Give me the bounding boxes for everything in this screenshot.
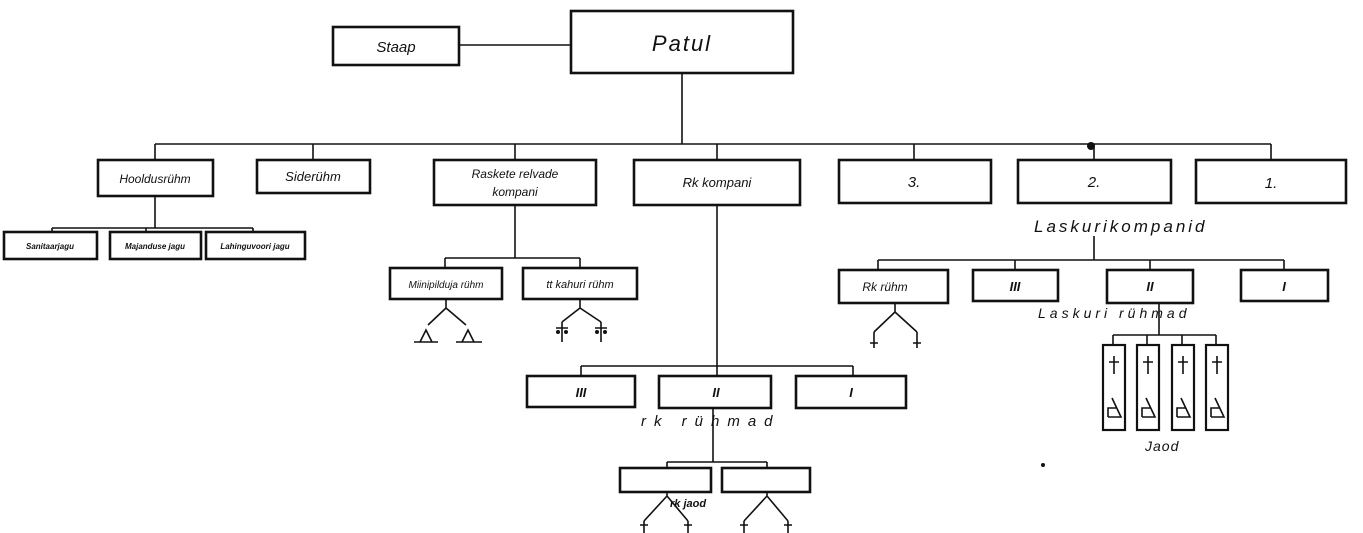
node-sideruhm: Siderühm [255,158,372,195]
node-lk-rk-ruhm: Rk rühm [837,268,950,305]
node-patul: Patul [569,9,795,75]
node-rk-ruhm-II: II [657,374,773,410]
node-laskuri-ruhm-I: I [1239,268,1330,303]
node-hooldusruhm-label: Hooldusrühm [119,172,190,186]
node-tt-kahuri-ruhm-label: tt kahuri rühm [546,279,613,291]
mortar-symbols [414,299,482,343]
node-laskurikompani-1-label: 1. [1265,175,1278,192]
node-raskete-relvade-kompani: Raskete relvade kompani [432,158,598,207]
node-laskurikompani-2: 2. [1016,158,1173,205]
node-rk-ruhm-III-label: III [576,385,587,400]
node-laskuri-ruhm-II-label: II [1146,279,1154,294]
jagu-box-4 [1204,343,1230,432]
label-jaod: Jaod [1144,438,1180,454]
node-patul-label: Patul [652,31,712,56]
node-laskuri-ruhm-III: III [971,268,1060,303]
node-rk-kompani-label: Rk kompani [683,175,753,190]
label-rk-ruhmad: rk rühmad [641,413,781,430]
label-laskuri-ruhmad: Laskuri rühmad [1038,305,1191,321]
connector-lines [51,44,1285,468]
node-laskuri-ruhm-II: II [1105,268,1195,305]
node-laskuri-ruhm-III-label: III [1010,279,1021,294]
label-rk-jaod: rk jaod [670,498,706,510]
node-lahinguvoori-jagu: Lahinguvoori jagu [204,230,307,261]
jagu-box-3 [1170,343,1196,432]
node-rk-kompani: Rk kompani [632,158,802,207]
at-gun-symbols [556,299,607,342]
node-laskurikompani-2-label: 2. [1087,174,1101,191]
node-sanitaarjagu: Sanitaarjagu [2,230,99,261]
node-rk-ruhm-I-label: I [849,385,853,400]
node-rk-ruhm-I: I [794,374,908,410]
lk-rk-ruhm-symbols [870,303,921,348]
node-lahinguvoori-jagu-label: Lahinguvoori jagu [220,242,289,251]
node-laskurikompani-3: 3. [837,158,993,205]
label-laskurikompanid: Laskurikompanid [1034,217,1208,236]
node-laskurikompani-3-label: 3. [908,174,921,191]
node-sanitaarjagu-label: Sanitaarjagu [26,242,74,251]
node-tt-kahuri-ruhm: tt kahuri rühm [521,266,639,301]
node-majanduse-jagu: Majanduse jagu [108,230,203,261]
node-raskete-line1: Raskete relvade [472,167,559,181]
node-majanduse-jagu-label: Majanduse jagu [125,242,185,251]
node-laskurikompani-1: 1. [1194,158,1348,205]
node-rk-jagu-2 [720,466,812,494]
node-lk-rk-ruhm-label: Rk rühm [862,280,907,294]
bus-dot [1087,142,1095,150]
jagu-box-2 [1135,343,1161,432]
node-staap-label: Staap [376,39,415,56]
stray-dot [1041,463,1045,467]
jaod-boxes [1101,343,1230,432]
node-miinipilduja-ruhm: Miinipilduja rühm [388,266,504,301]
node-rk-ruhm-II-label: II [712,385,720,400]
node-laskuri-ruhm-I-label: I [1282,279,1286,294]
node-hooldusruhm: Hooldusrühm [96,158,215,198]
node-staap: Staap [331,25,461,67]
node-miinipilduja-ruhm-label: Miinipilduja rühm [408,280,483,291]
node-raskete-line2: kompani [492,185,538,199]
jagu-box-1 [1101,343,1127,432]
node-sideruhm-label: Siderühm [285,169,341,184]
rk-jaod-symbols [640,492,792,533]
node-rk-jagu-1 [618,466,713,494]
node-rk-ruhm-III: III [525,374,637,409]
